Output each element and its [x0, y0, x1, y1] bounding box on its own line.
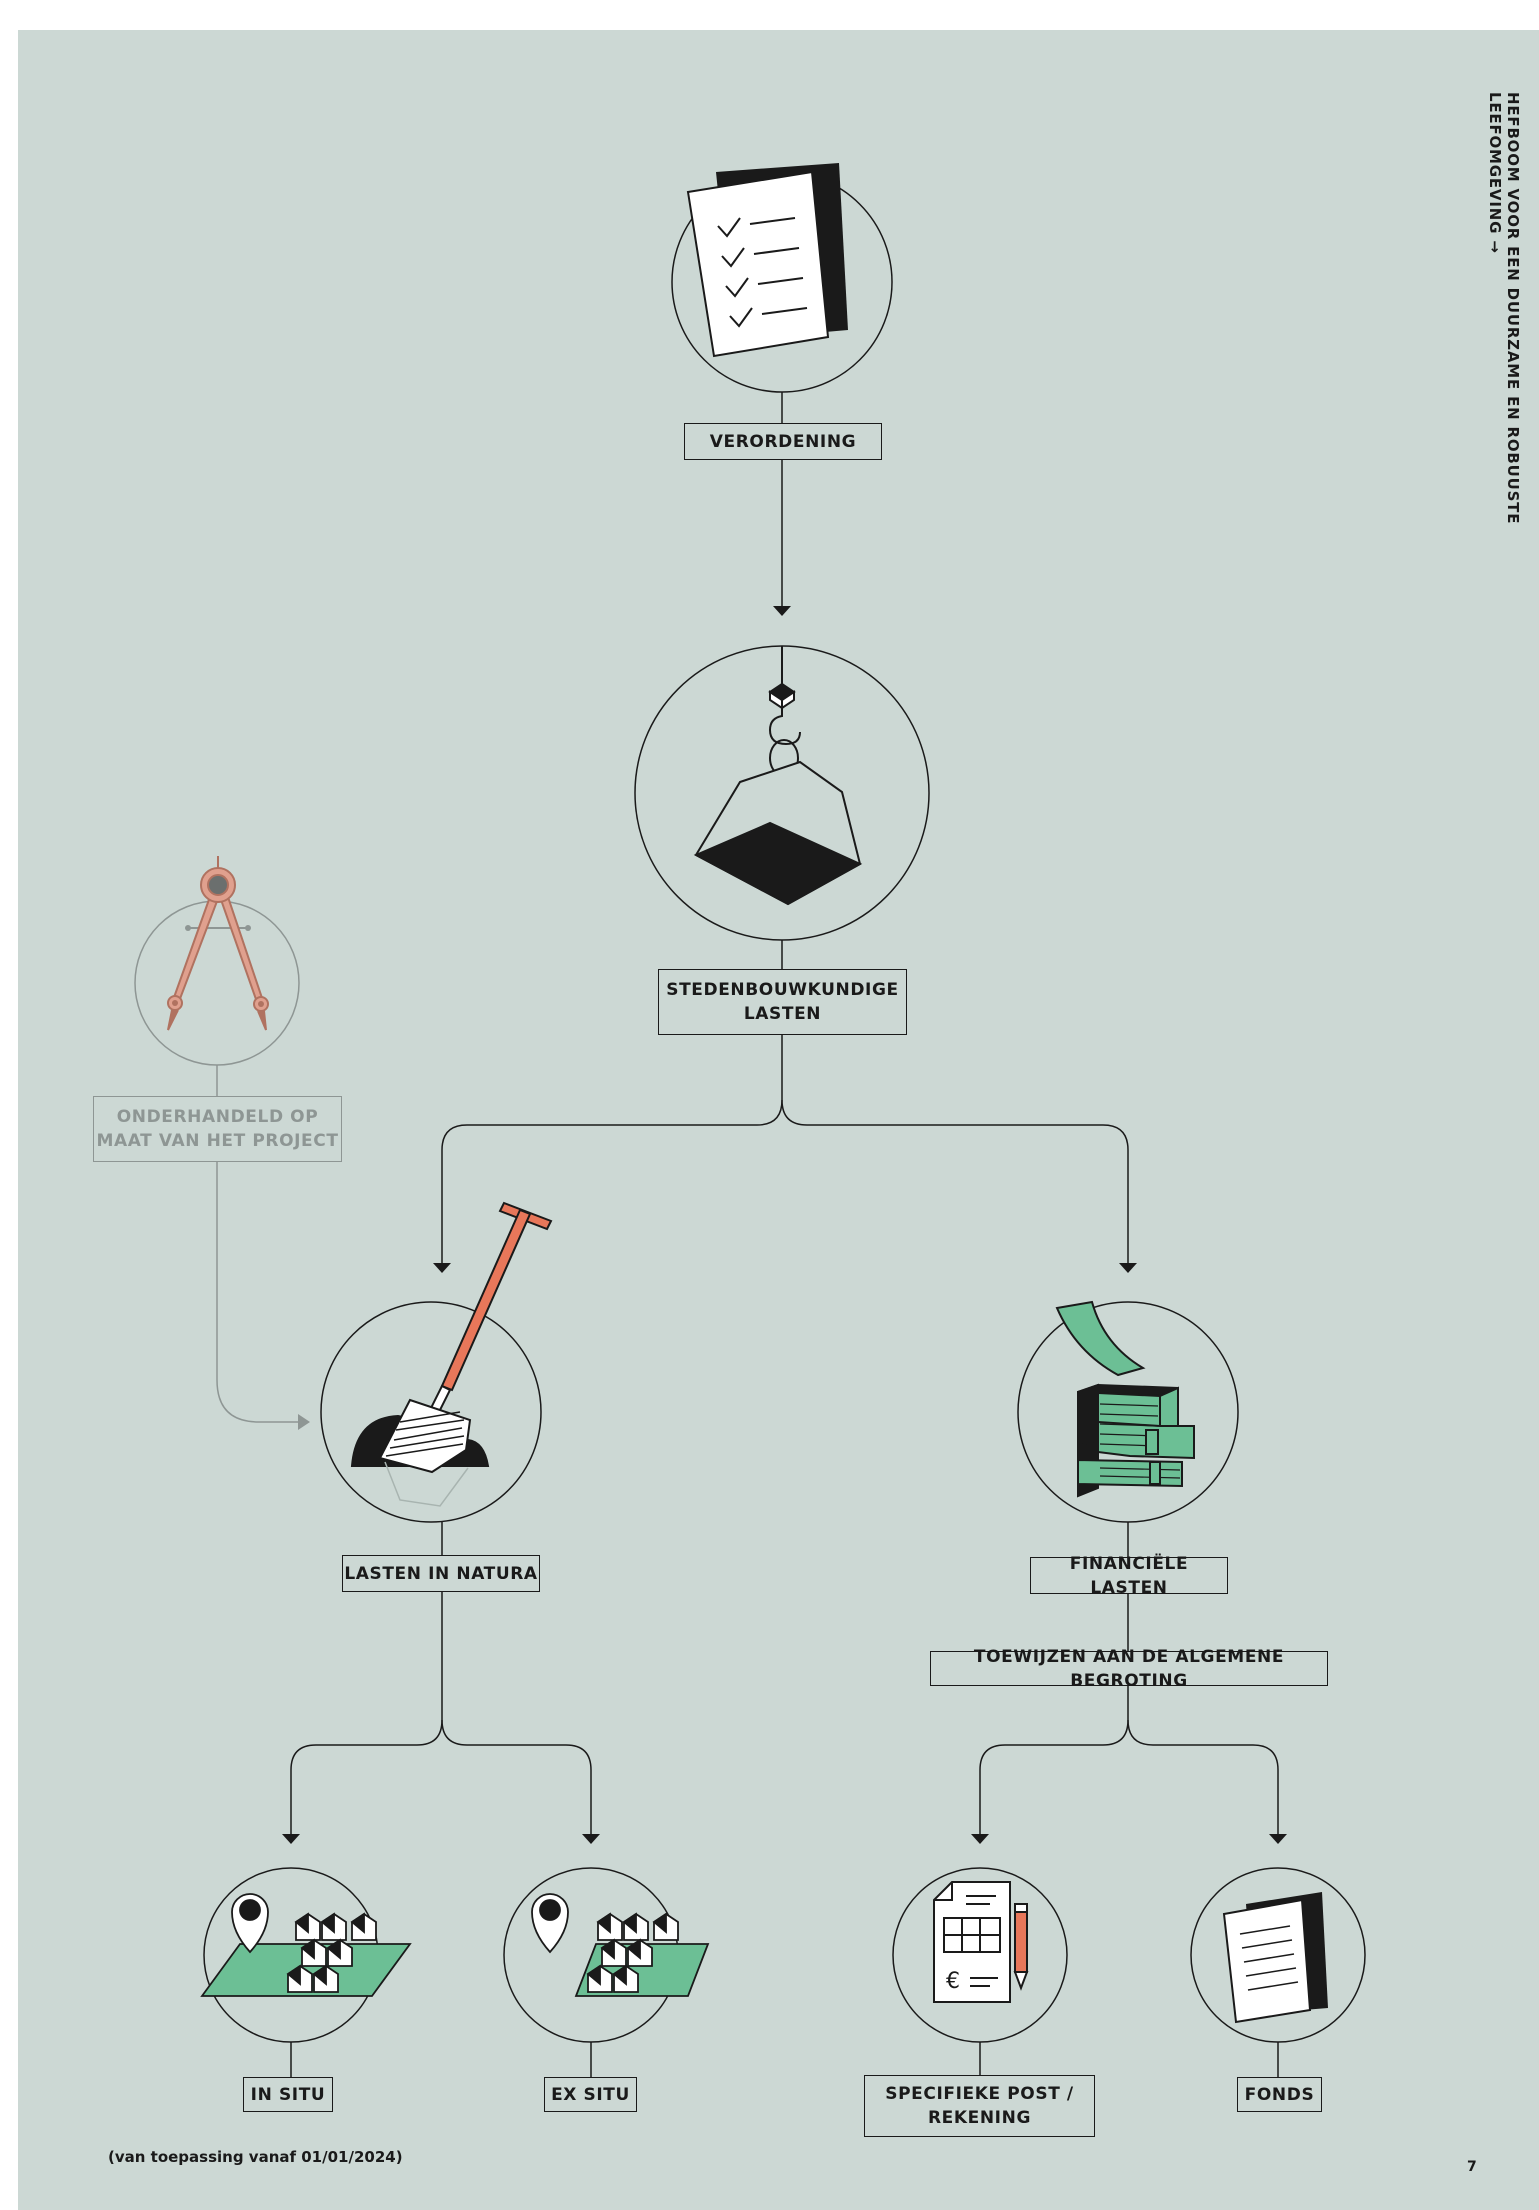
- circle-fonds: [1190, 1867, 1366, 2043]
- split-natura: [290, 1592, 443, 1834]
- node-stedenbouwkundige-lasten: STEDENBOUWKUNDIGE LASTEN: [658, 969, 907, 1035]
- split-main: [441, 1035, 783, 1265]
- node-toewijzen: TOEWIJZEN AAN DE ALGEMENE BEGROTING: [930, 1647, 1328, 1691]
- checklist-document-icon: [686, 163, 848, 358]
- invoice-pencil-icon: €: [933, 1881, 1029, 2003]
- shovel-icon: [350, 1201, 553, 1507]
- node-fonds: FONDS: [1237, 2077, 1322, 2112]
- split-financieel: [979, 1686, 1129, 1834]
- svg-text:€: €: [946, 1969, 960, 1994]
- connectors: [282, 392, 1287, 2077]
- circle-natura: [320, 1301, 542, 1523]
- in-situ-map-icon: [200, 1893, 412, 1997]
- connector-onderhandeld: [216, 1065, 310, 1430]
- circle-financieel: [1017, 1301, 1239, 1523]
- node-ex-situ: EX SITU: [544, 2077, 637, 2112]
- node-specifieke-post: SPECIFIEKE POST / REKENING: [864, 2075, 1095, 2137]
- circle-specifiek: [892, 1867, 1068, 2043]
- node-financiele-lasten: FINANCIËLE LASTEN: [1030, 1554, 1228, 1598]
- footnote: (van toepassing vanaf 01/01/2024): [108, 2148, 403, 2166]
- node-in-situ: IN SITU: [243, 2077, 333, 2112]
- page-number: 7: [1467, 2159, 1477, 2175]
- fonds-document-icon: [1222, 1892, 1328, 2024]
- weight-on-hook-icon: [693, 646, 863, 906]
- side-title: HEFBOOM VOOR EEN DUURZAME EN ROBUUSTE LE…: [1486, 92, 1522, 525]
- ex-situ-map-icon: [531, 1893, 710, 1997]
- money-stack-icon: [1055, 1300, 1195, 1498]
- node-onderhandeld: ONDERHANDELD OP MAAT VAN HET PROJECT: [93, 1096, 342, 1162]
- circle-onderhandeld: [134, 900, 300, 1066]
- node-lasten-in-natura: LASTEN IN NATURA: [342, 1555, 540, 1592]
- node-verordening: VERORDENING: [684, 423, 882, 460]
- compass-icon: [167, 856, 269, 1031]
